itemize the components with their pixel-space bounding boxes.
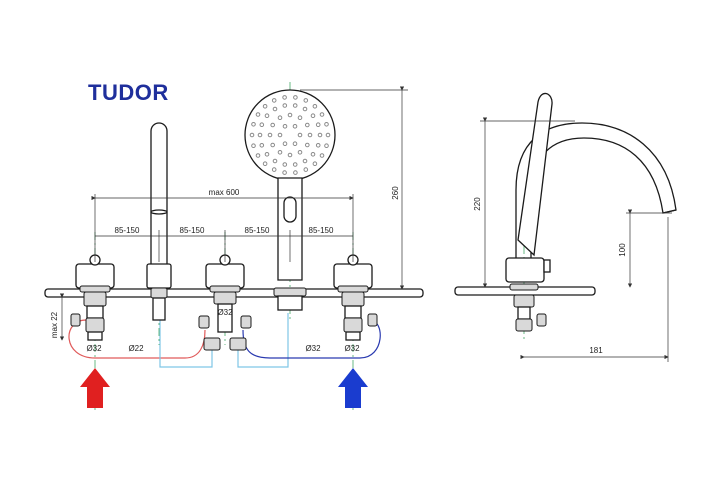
cold-valve-handle xyxy=(333,254,378,341)
dim-d32-hot: Ø32 xyxy=(86,344,102,353)
dim-max-600: max 600 xyxy=(209,188,240,197)
spray-hole xyxy=(315,122,321,127)
spray-hole xyxy=(282,141,288,146)
brand-title: TUDOR xyxy=(88,80,169,105)
spray-hole xyxy=(312,161,318,166)
spray-hole xyxy=(271,167,277,172)
spray-hole xyxy=(282,124,288,129)
spray-hole xyxy=(324,143,329,148)
dim-d32-shower: Ø32 xyxy=(305,344,321,353)
mixed-hose-left xyxy=(159,315,213,368)
spray-hole xyxy=(307,132,313,138)
spray-hole xyxy=(292,124,298,129)
spray-hole xyxy=(251,143,256,148)
spray-hole xyxy=(292,141,298,146)
spray-hole xyxy=(249,132,255,138)
spray-hole xyxy=(302,158,308,164)
hot-hose xyxy=(68,319,206,359)
spray-hole xyxy=(302,106,308,112)
side-view: 220 100 181 xyxy=(454,92,677,362)
dim-spacing-1: 85-150 xyxy=(115,226,140,235)
spray-hole xyxy=(324,122,329,127)
dim-d32-cold: Ø32 xyxy=(344,344,360,353)
spray-hole xyxy=(259,122,265,127)
spray-hole xyxy=(270,122,276,128)
spray-hole xyxy=(310,152,316,157)
hot-valve-handle xyxy=(70,254,115,341)
spray-hole xyxy=(292,162,298,167)
spray-hole xyxy=(277,150,283,155)
spray-hole xyxy=(282,162,288,167)
dim-height-100: 100 xyxy=(618,243,627,257)
side-lever xyxy=(517,92,553,257)
spray-hole xyxy=(277,115,283,120)
spray-hole xyxy=(262,161,268,166)
spray-hole xyxy=(271,98,277,103)
spray-hole xyxy=(310,113,316,118)
dim-height-220: 220 xyxy=(473,197,482,211)
spray-hole xyxy=(251,122,256,127)
spray-hole xyxy=(277,132,283,138)
spray-hole xyxy=(282,103,288,108)
spray-hole xyxy=(287,152,293,158)
spray-hole xyxy=(264,152,270,157)
spray-hole xyxy=(297,115,303,120)
spray-hole xyxy=(282,170,287,175)
dim-d32-center: Ø32 xyxy=(217,308,233,317)
bath-spout xyxy=(146,122,172,321)
spray-hole xyxy=(257,132,263,138)
dim-spacing-2: 85-150 xyxy=(180,226,205,235)
spray-hole xyxy=(264,113,270,118)
cold-water-arrow xyxy=(338,368,368,408)
spray-hole xyxy=(305,122,310,128)
dim-spacing-4: 85-150 xyxy=(309,226,334,235)
mixed-hose-right xyxy=(237,313,289,368)
hot-water-arrow xyxy=(80,368,110,408)
spray-hole xyxy=(297,132,303,138)
spray-hole xyxy=(293,170,298,175)
spray-hole xyxy=(315,143,321,148)
dim-d22-spout: Ø22 xyxy=(128,344,144,353)
spray-hole xyxy=(255,153,261,158)
spray-hole xyxy=(325,132,331,138)
spray-hole xyxy=(272,158,278,164)
dim-height-260: 260 xyxy=(391,186,400,200)
spray-hole xyxy=(262,104,268,109)
spray-hole xyxy=(267,132,273,138)
spray-hole xyxy=(292,103,298,108)
hand-shower xyxy=(244,89,336,311)
spray-hole xyxy=(282,95,287,100)
spray-hole xyxy=(297,150,303,155)
side-spout xyxy=(515,122,677,262)
spray-hole xyxy=(317,132,323,138)
spray-hole xyxy=(303,98,309,103)
dim-max-22: max 22 xyxy=(50,311,59,338)
spray-hole xyxy=(319,153,325,158)
front-view: max 600 85-150 85-150 85-150 85-150 260 … xyxy=(44,82,424,410)
spray-hole xyxy=(305,142,310,148)
spray-hole xyxy=(287,112,293,118)
spray-hole xyxy=(312,104,318,109)
spray-hole xyxy=(319,112,325,117)
spray-hole xyxy=(259,143,265,148)
spray-hole xyxy=(270,142,276,148)
spray-hole xyxy=(303,167,309,172)
side-body xyxy=(505,257,545,283)
spray-hole xyxy=(272,106,278,112)
dim-depth-181: 181 xyxy=(589,346,603,355)
dim-spacing-3: 85-150 xyxy=(245,226,270,235)
spray-hole xyxy=(255,112,261,117)
spray-hole xyxy=(293,95,298,100)
